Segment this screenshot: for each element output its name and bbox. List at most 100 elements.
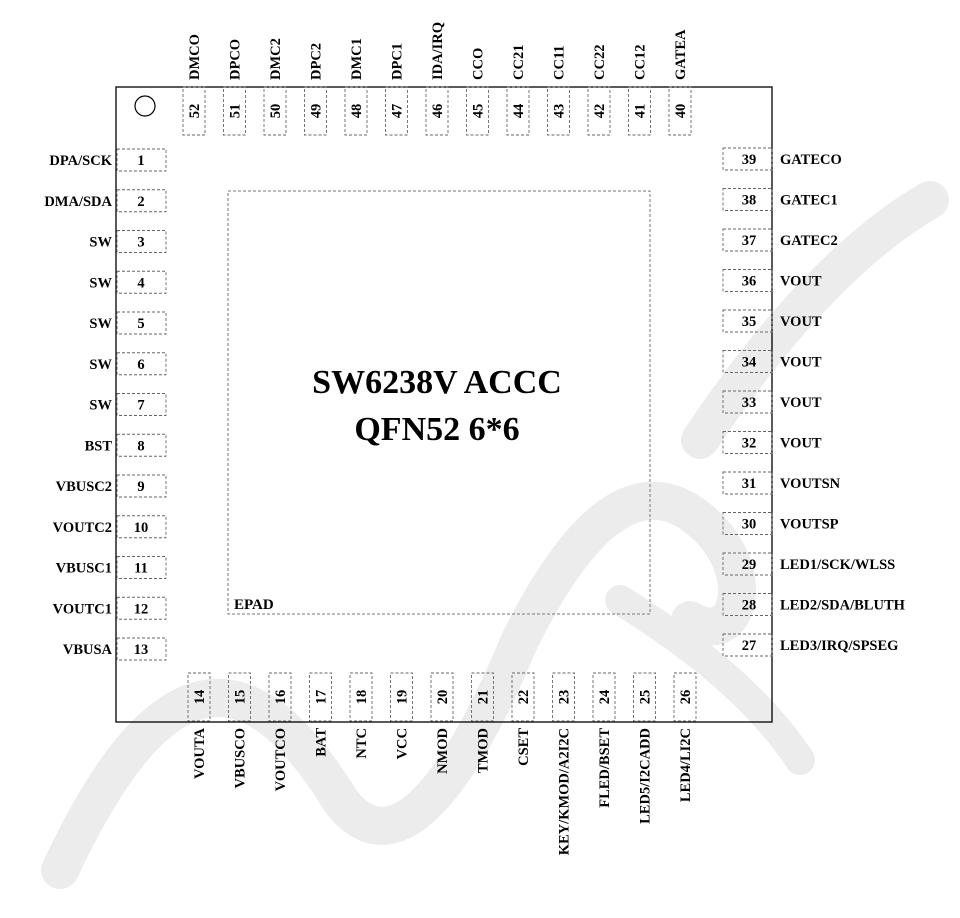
pin-name: SW: [89, 357, 112, 373]
pin-pad: [116, 189, 167, 213]
pin-name: VOUT: [780, 355, 822, 371]
pin-number: 21: [476, 690, 492, 705]
pin-pad: [430, 672, 454, 722]
epad-label: EPAD: [234, 597, 274, 613]
pin-pad: [511, 672, 535, 722]
pin-pad: [116, 433, 167, 457]
pin-name: VBUSC1: [56, 561, 112, 577]
pin-name: FLED/BSET: [597, 728, 613, 808]
pin-name: VBUSCO: [233, 728, 249, 788]
pin-name: VOUTA: [192, 727, 208, 779]
pin-number: 32: [742, 436, 757, 452]
pin-name: BST: [85, 438, 113, 454]
pins-left: 1DPA/SCK2DMA/SDA3SW4SW5SW6SW7SW8BST9VBUS…: [44, 148, 167, 661]
watermark: [41, 181, 949, 889]
pin-pad: [552, 672, 575, 722]
pin-pad: [633, 672, 656, 722]
pin-name: VOUTC1: [53, 601, 112, 617]
pin-pad: [116, 596, 167, 620]
pin-name: CC21: [511, 45, 527, 80]
pin-pad: [673, 672, 697, 722]
watermark-stroke: [681, 181, 949, 459]
pin-name: GATEA: [673, 29, 689, 80]
pin-name: LED4/LI2C: [678, 728, 694, 802]
pin-number: 17: [314, 690, 330, 705]
pin-number: 49: [309, 104, 325, 119]
pin-number: 19: [395, 690, 411, 705]
watermark-stroke: [501, 481, 756, 659]
pin-pad: [116, 637, 167, 661]
pin-name: VOUT: [780, 395, 822, 411]
pin-pad: [116, 474, 167, 498]
pin-name: DMCO: [187, 34, 203, 80]
pin-number: 1: [137, 153, 144, 169]
chip-title-line2: QFN52 6*6: [354, 411, 519, 448]
pin-pad: [116, 230, 167, 253]
pin-pad: [722, 228, 773, 252]
pin-number: 30: [742, 517, 757, 533]
pin-name: CSET: [516, 728, 532, 766]
pin-number: 39: [742, 152, 757, 168]
pin-name: SW: [89, 275, 112, 291]
pin-number: 6: [137, 357, 144, 373]
pin-number: 4: [137, 275, 144, 291]
pin-name: IDA/IRQ: [430, 22, 446, 80]
pin-pad: [722, 269, 773, 292]
pin-number: 10: [134, 520, 149, 536]
pin-number: 37: [742, 233, 757, 249]
pin-name: DMA/SDA: [44, 194, 112, 210]
pin-name: DPCO: [228, 39, 244, 80]
pin-name: LED3/IRQ/SPSEG: [780, 638, 898, 654]
pin-number: 24: [597, 690, 613, 705]
pin-number: 51: [228, 104, 244, 119]
pin-pad: [116, 148, 167, 172]
pin-number: 28: [742, 598, 757, 614]
pin-pad: [466, 86, 489, 136]
pin-pad: [722, 471, 773, 495]
pin-number: 12: [134, 601, 149, 617]
pin-name: VCC: [395, 728, 411, 759]
pin-number: 29: [742, 557, 757, 573]
pin-number: 40: [673, 104, 689, 119]
pin-pad: [390, 672, 413, 722]
pin-number: 2: [137, 194, 144, 210]
pin-pad: [344, 86, 368, 136]
pin-number: 9: [137, 479, 144, 495]
pin-number: 38: [742, 193, 757, 209]
pin-name: BAT: [314, 728, 330, 757]
watermark-stroke: [41, 621, 539, 889]
pin-pad: [547, 86, 570, 136]
pin-pad: [592, 672, 616, 722]
pin-number: 47: [390, 104, 406, 119]
pin-number: 45: [471, 104, 487, 119]
pin-name: DPA/SCK: [49, 153, 112, 169]
pin-name: VOUTSP: [780, 517, 839, 533]
pin-number: 44: [511, 104, 527, 119]
chip-title-line1: SW6238V ACCC: [312, 364, 562, 401]
pin-name: CCO: [471, 48, 487, 80]
pin-pad: [182, 86, 206, 136]
pin-name: CC11: [552, 45, 568, 80]
pin-pad: [722, 147, 773, 171]
pin-pad: [268, 672, 292, 722]
pin-name: DMC1: [349, 38, 365, 80]
pin-pad: [506, 86, 530, 136]
pin-name: LED5/I2CADD: [638, 728, 654, 824]
pin-pad: [722, 350, 773, 373]
pin-number: 11: [134, 561, 148, 577]
pin-number: 26: [678, 690, 694, 705]
pin-pad: [309, 672, 332, 722]
pin-number: 52: [187, 104, 203, 119]
pin-name: VBUSC2: [56, 479, 112, 495]
pin-number: 43: [552, 104, 568, 119]
pin-pad: [722, 390, 773, 414]
pin-name: LED1/SCK/WLSS: [780, 557, 895, 573]
pins-top: 40GATEA41CC1242CC2243CC1144CC2145CCO46ID…: [182, 22, 692, 136]
pin-number: 48: [349, 104, 365, 119]
pin-name: TMOD: [476, 728, 492, 773]
pin-pad: [722, 309, 773, 333]
pin-name: GATEC1: [780, 193, 838, 209]
pin-name: DPC1: [390, 43, 406, 80]
pin-pad: [263, 86, 287, 136]
pin-number: 46: [430, 104, 446, 119]
